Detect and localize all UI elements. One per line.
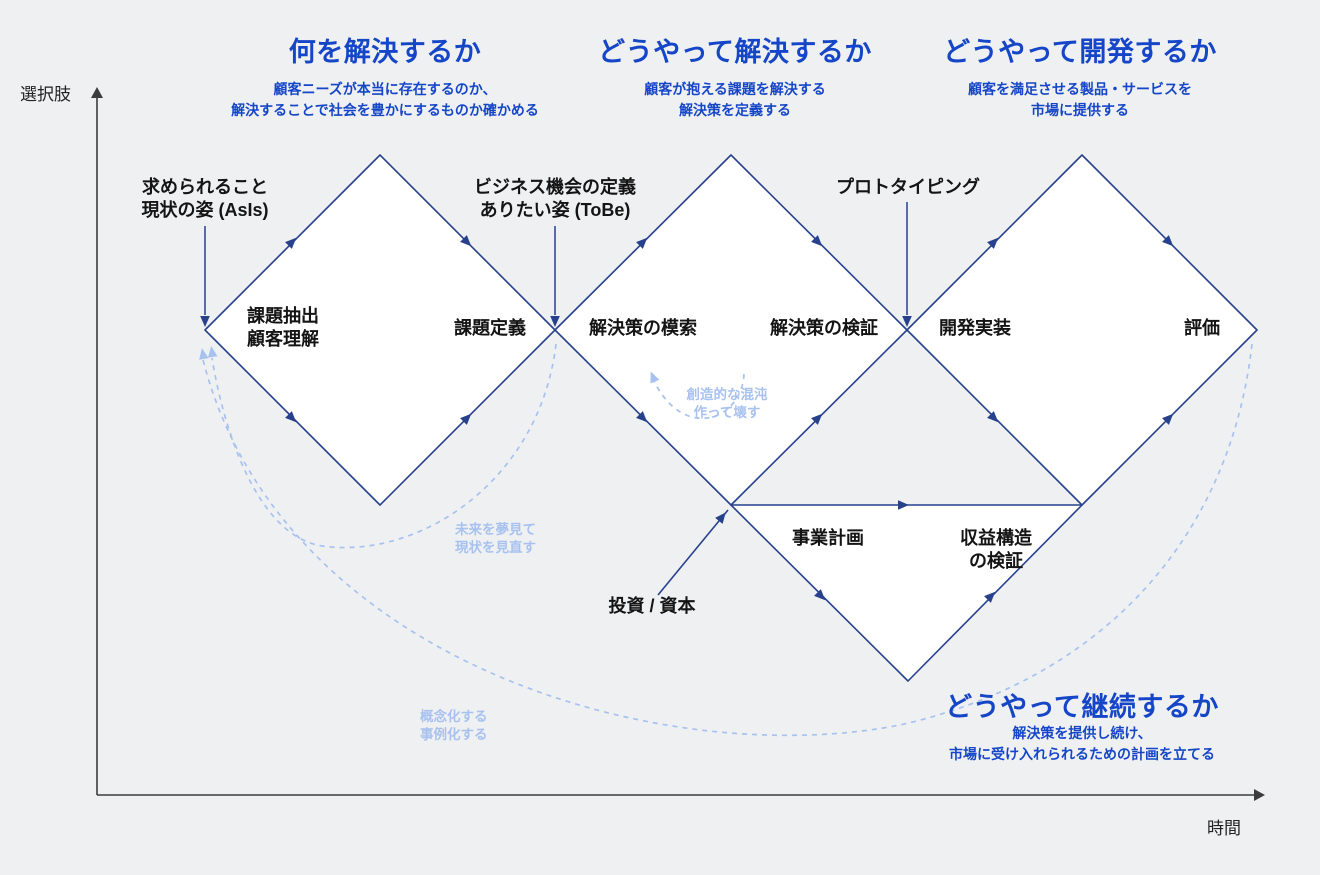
milestone-arrowheads bbox=[200, 316, 912, 327]
phase-title-solve-what: 何を解決するか bbox=[288, 37, 482, 67]
phase-title-develop-how: どうやって開発するか bbox=[943, 37, 1217, 67]
flow-arrows bbox=[285, 235, 1174, 603]
loop-label-conceptualize: 概念化する 事例化する bbox=[420, 708, 488, 744]
milestone-tobe: ビジネス機会の定義 ありたい姿 (ToBe) bbox=[474, 176, 636, 222]
stage-define: 課題定義 bbox=[454, 318, 526, 338]
stage-discover: 課題抽出 顧客理解 bbox=[247, 305, 319, 351]
milestone-arrows bbox=[204, 202, 908, 315]
phase-subtitle-solve-what-line1: 顧客ニーズが本当に存在するのか、 bbox=[273, 81, 497, 97]
stage-evaluate: 評価 bbox=[1184, 318, 1220, 338]
stage-revenue-line2: の検証 bbox=[969, 551, 1023, 571]
loop-label-chaos: 創造的な混沌 作って壊す bbox=[687, 386, 768, 422]
loop-label-revisit: 未来を夢見て 現状を見直す bbox=[455, 521, 536, 557]
milestone-tobe-line2: ありたい姿 (ToBe) bbox=[479, 200, 631, 220]
x-axis-arrow-icon bbox=[1254, 789, 1265, 801]
phase-subtitle-solve-how-line1: 顧客が抱える課題を解決する bbox=[644, 81, 826, 97]
phase-subtitle-solve-how: 顧客が抱える課題を解決する 解決策を定義する bbox=[644, 79, 826, 121]
milestone-prototyping: プロトタイピング bbox=[836, 177, 980, 197]
phase-subtitle-develop-how: 顧客を満足させる製品・サービスを 市場に提供する bbox=[968, 79, 1192, 121]
phase-subtitle-solve-what-line2: 解決することで社会を豊かにするものか確かめる bbox=[231, 102, 539, 118]
loop-label-conceptualize-line2: 事例化する bbox=[420, 727, 488, 742]
milestone-asis-line1: 求められること bbox=[141, 177, 268, 197]
phase-subtitle-develop-how-line1: 顧客を満足させる製品・サービスを bbox=[968, 81, 1192, 97]
loop-label-conceptualize-line1: 概念化する bbox=[420, 709, 488, 724]
y-axis-label: 選択肢 bbox=[20, 85, 71, 104]
phase-title-solve-how: どうやって解決するか bbox=[598, 37, 872, 67]
phase-subtitle-develop-how-line2: 市場に提供する bbox=[1031, 102, 1129, 118]
stage-discover-line1: 課題抽出 bbox=[247, 306, 319, 326]
stage-validate: 解決策の検証 bbox=[770, 318, 878, 338]
stage-revenue: 収益構造 の検証 bbox=[960, 527, 1032, 573]
stage-investment: 投資 / 資本 bbox=[608, 596, 696, 616]
phase-subtitle-solve-what: 顧客ニーズが本当に存在するのか、 解決することで社会を豊かにするものか確かめる bbox=[231, 79, 539, 121]
y-axis-arrow-icon bbox=[91, 87, 103, 98]
investment-line bbox=[657, 509, 729, 596]
milestone-asis-line2: 現状の姿 (AsIs) bbox=[141, 200, 269, 220]
arc-conceptualize bbox=[202, 343, 1253, 737]
stage-implement: 開発実装 bbox=[939, 318, 1011, 338]
feedback-arc-arrowheads bbox=[199, 346, 660, 384]
phase-subtitle-solve-how-line2: 解決策を定義する bbox=[679, 102, 791, 118]
x-axis-label: 時間 bbox=[1207, 819, 1241, 838]
axes bbox=[96, 98, 1254, 796]
loop-label-chaos-line2: 作って壊す bbox=[693, 405, 761, 420]
phase-subtitle-sustain-how: 解決策を提供し続け、 市場に受け入れられるための計画を立てる bbox=[949, 723, 1215, 765]
phase-title-sustain-how: どうやって継続するか bbox=[945, 692, 1219, 722]
loop-label-revisit-line1: 未来を夢見て bbox=[455, 522, 536, 537]
stage-discover-line2: 顧客理解 bbox=[247, 329, 319, 349]
loop-label-chaos-line1: 創造的な混沌 bbox=[686, 387, 768, 402]
milestone-tobe-line1: ビジネス機会の定義 bbox=[474, 177, 636, 197]
stage-revenue-line1: 収益構造 bbox=[960, 528, 1032, 548]
stage-explore: 解決策の模索 bbox=[589, 318, 697, 338]
stage-business-plan: 事業計画 bbox=[792, 528, 864, 548]
milestone-asis: 求められること 現状の姿 (AsIs) bbox=[141, 176, 268, 222]
loop-label-revisit-line2: 現状を見直す bbox=[455, 540, 536, 555]
feedback-arcs bbox=[202, 343, 1253, 737]
phase-subtitle-sustain-how-line2: 市場に受け入れられるための計画を立てる bbox=[949, 746, 1215, 762]
phase-subtitle-sustain-how-line1: 解決策を提供し続け、 bbox=[1012, 725, 1152, 741]
